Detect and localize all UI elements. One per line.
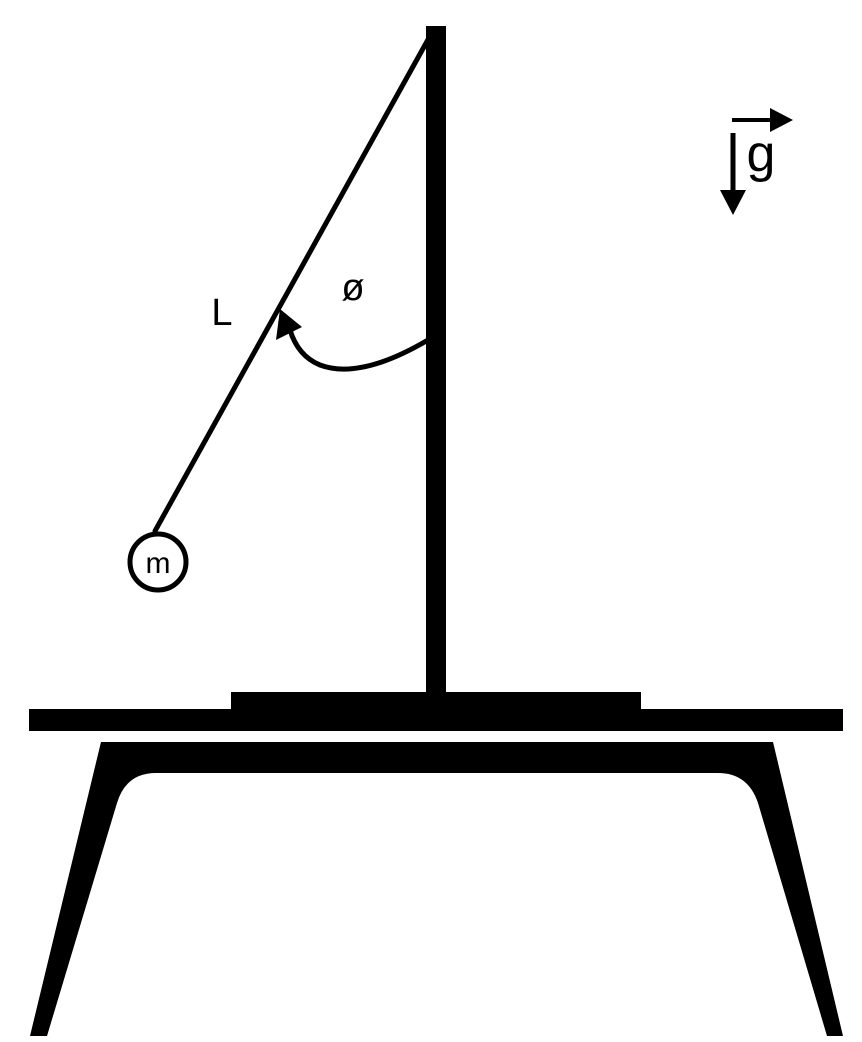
table-frame [30,742,843,1036]
stand-pole [426,26,446,695]
length-label: L [211,292,232,334]
gravity-arrowhead [720,190,746,215]
pendulum-bob [127,531,189,593]
angle-arrowhead [276,309,302,340]
table [29,709,843,1036]
gravity-label: g [747,125,776,183]
stand-base [231,692,641,712]
vector-arrowhead [770,108,793,132]
table-top [29,709,843,731]
mass-label: m [146,547,171,580]
pendulum-string [152,33,433,534]
angle-label: ø [341,267,364,309]
gravity-indicator: g [720,108,793,215]
angle-arc [287,327,431,372]
